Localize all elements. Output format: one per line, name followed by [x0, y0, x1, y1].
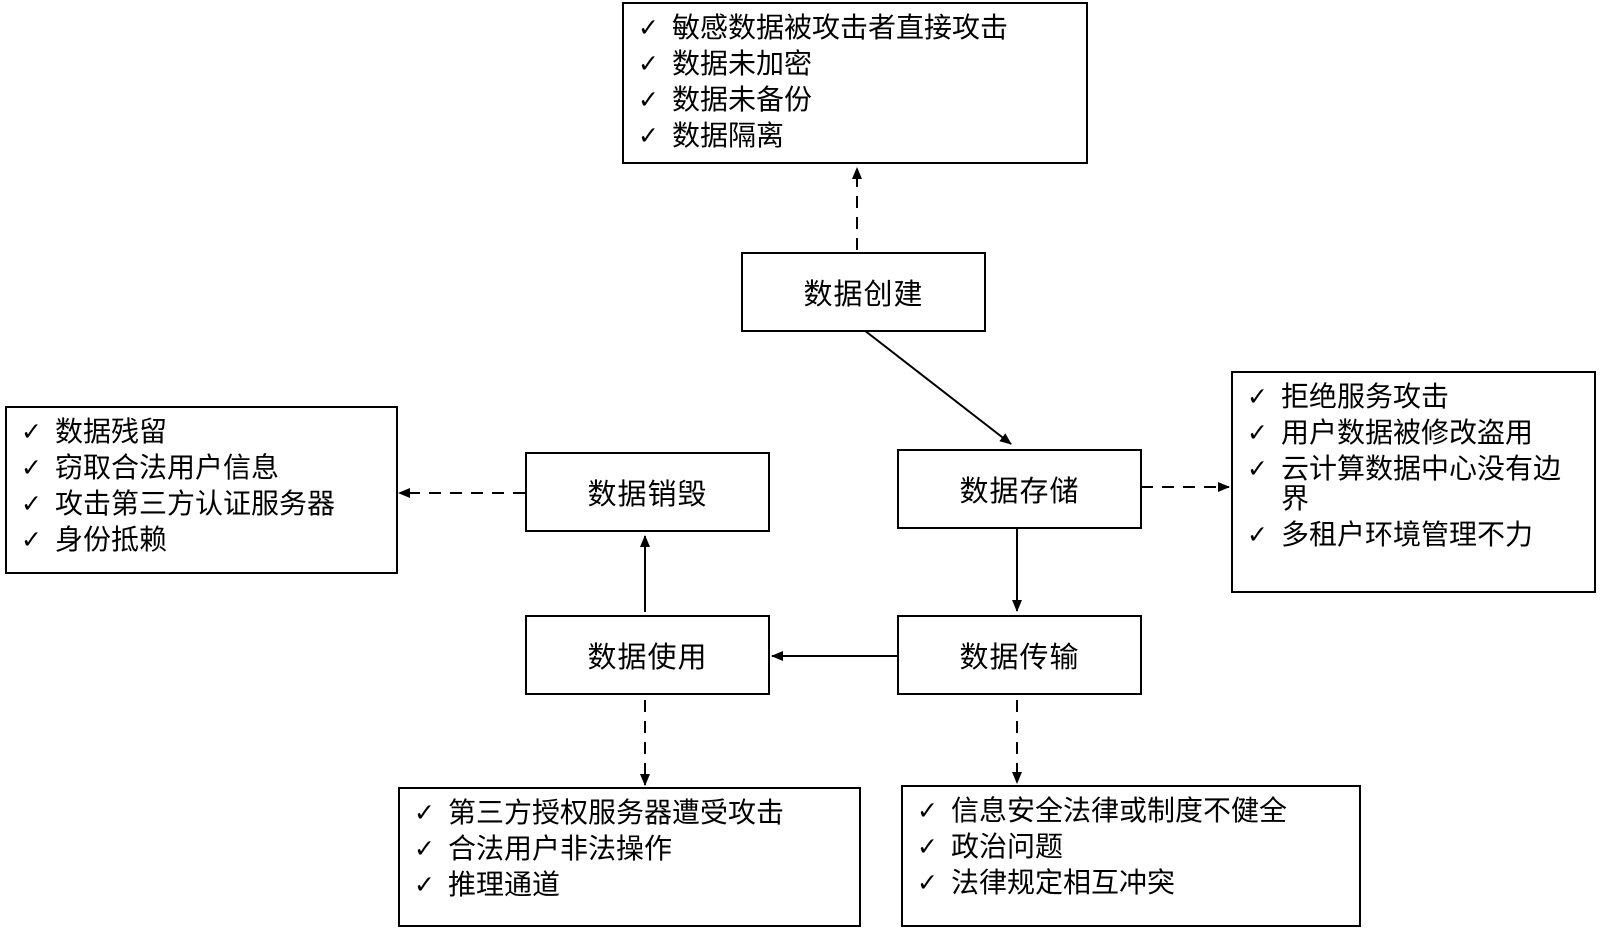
risk-box-create: ✓敏感数据被攻击者直接攻击 ✓数据未加密 ✓数据未备份 ✓数据隔离: [622, 2, 1088, 164]
risk-item: ✓窃取合法用户信息: [21, 451, 280, 484]
check-icon: ✓: [414, 870, 435, 899]
risk-item: ✓法律规定相互冲突: [917, 866, 1176, 899]
risk-item: ✓数据残留: [21, 415, 168, 448]
risk-item: ✓拒绝服务攻击: [1247, 380, 1450, 413]
risk-item: ✓云计算数据中心没有边界: [1247, 452, 1562, 515]
risk-item: ✓数据未加密: [638, 47, 813, 80]
stage-transfer-box: 数据传输: [897, 615, 1142, 695]
check-icon: ✓: [1247, 520, 1268, 549]
check-icon: ✓: [414, 798, 435, 827]
risk-item: ✓信息安全法律或制度不健全: [917, 794, 1288, 827]
check-icon: ✓: [21, 453, 42, 482]
risk-item: ✓政治问题: [917, 830, 1064, 863]
risk-item: ✓敏感数据被攻击者直接攻击: [638, 11, 1009, 44]
stage-store-box: 数据存储: [897, 449, 1142, 529]
check-icon: ✓: [638, 85, 659, 114]
stage-store-label: 数据存储: [959, 474, 1080, 508]
stage-destroy-box: 数据销毁: [525, 452, 770, 532]
check-icon: ✓: [917, 796, 938, 825]
check-icon: ✓: [1247, 418, 1268, 447]
stage-transfer-label: 数据传输: [959, 640, 1080, 674]
stage-use-box: 数据使用: [525, 615, 770, 695]
risk-item: ✓攻击第三方认证服务器: [21, 487, 336, 520]
stage-create-box: 数据创建: [741, 252, 986, 332]
risk-item: ✓多租户环境管理不力: [1247, 518, 1534, 551]
stage-destroy-label: 数据销毁: [587, 477, 708, 511]
risk-box-use: ✓第三方授权服务器遭受攻击 ✓合法用户非法操作 ✓推理通道: [398, 787, 861, 927]
risk-box-store: ✓拒绝服务攻击 ✓用户数据被修改盗用 ✓云计算数据中心没有边界 ✓多租户环境管理…: [1231, 371, 1596, 593]
check-icon: ✓: [1247, 382, 1268, 411]
risk-box-destroy: ✓数据残留 ✓窃取合法用户信息 ✓攻击第三方认证服务器 ✓身份抵赖: [5, 406, 398, 574]
check-icon: ✓: [21, 417, 42, 446]
stage-use-label: 数据使用: [587, 640, 708, 674]
check-icon: ✓: [1247, 454, 1268, 483]
check-icon: ✓: [917, 832, 938, 861]
check-icon: ✓: [638, 49, 659, 78]
arrow-create-to-store: [863, 329, 1012, 445]
risk-box-transfer: ✓信息安全法律或制度不健全 ✓政治问题 ✓法律规定相互冲突: [901, 785, 1361, 927]
check-icon: ✓: [414, 834, 435, 863]
risk-item: ✓用户数据被修改盗用: [1247, 416, 1534, 449]
stage-create-label: 数据创建: [803, 277, 924, 311]
risk-item: ✓合法用户非法操作: [414, 832, 673, 865]
risk-item: ✓数据隔离: [638, 119, 785, 152]
risk-item: ✓第三方授权服务器遭受攻击: [414, 796, 785, 829]
check-icon: ✓: [638, 121, 659, 150]
risk-item: ✓数据未备份: [638, 83, 813, 116]
check-icon: ✓: [21, 525, 42, 554]
check-icon: ✓: [917, 868, 938, 897]
check-icon: ✓: [21, 489, 42, 518]
risk-item: ✓推理通道: [414, 868, 561, 901]
check-icon: ✓: [638, 13, 659, 42]
risk-item: ✓身份抵赖: [21, 523, 168, 556]
